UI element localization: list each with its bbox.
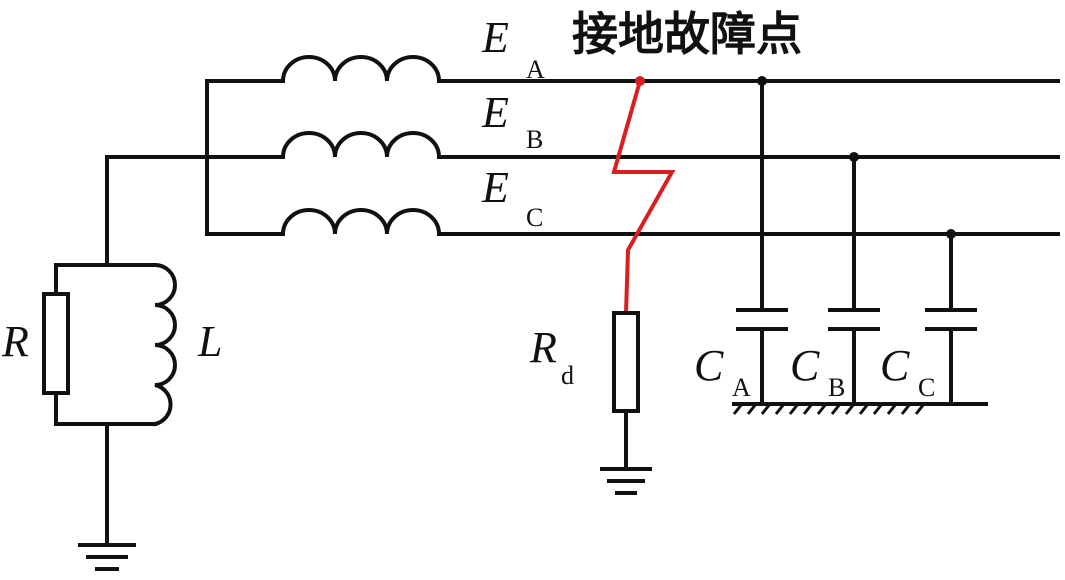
neutral-inductor-label: L (197, 317, 222, 366)
svg-text:d: d (561, 361, 574, 390)
svg-text:R: R (529, 323, 557, 372)
svg-text:E: E (481, 163, 509, 212)
source-label-b: E B (481, 88, 543, 154)
neutral-resistor-label: R (1, 317, 29, 366)
capacitor-label-c: C C (880, 341, 935, 402)
source-coil-c (205, 208, 1060, 236)
svg-text:C: C (918, 373, 935, 402)
fault-ground-icon (600, 467, 652, 495)
fault-resistor-label: R d (529, 323, 574, 390)
rl-tank-frame (54, 263, 157, 547)
neutral-inductor (152, 262, 177, 427)
source-label-a: E A (481, 13, 545, 84)
source-label-c: E C (481, 163, 543, 232)
svg-text:E: E (481, 88, 509, 137)
svg-text:A: A (526, 55, 545, 84)
neutral-ground-icon (78, 543, 136, 571)
neutral-resistor (42, 292, 70, 395)
svg-text:A: A (732, 373, 751, 402)
svg-text:B: B (828, 373, 845, 402)
svg-text:C: C (526, 203, 543, 232)
capacitor-label-b: C B (790, 341, 845, 402)
capacitor-label-a: C A (694, 341, 751, 402)
source-coil-b (105, 131, 1060, 159)
svg-text:B: B (526, 125, 543, 154)
capacitor-c (925, 229, 977, 406)
capacitor-a (736, 76, 788, 406)
svg-text:C: C (694, 341, 724, 390)
svg-text:C: C (880, 341, 910, 390)
fault-lightning-path (611, 80, 676, 314)
capacitor-b (828, 152, 880, 406)
svg-text:E: E (481, 13, 509, 62)
source-coil-a (205, 55, 1060, 83)
svg-text:C: C (790, 341, 820, 390)
fault-point-title: 接地故障点 (572, 7, 802, 61)
capacitor-ground-bus (732, 402, 988, 415)
fault-resistor (612, 311, 640, 413)
